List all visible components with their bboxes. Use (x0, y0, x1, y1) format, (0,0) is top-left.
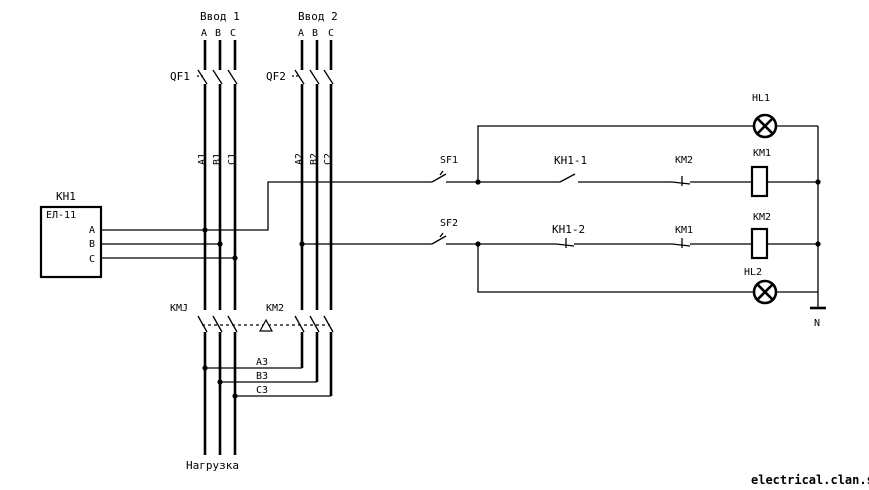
control-feed-wires (205, 181, 432, 247)
km2-main-label: КМ2 (266, 303, 284, 314)
km2-coil-label: КМ2 (753, 212, 771, 223)
hl1-label: HL1 (752, 93, 770, 104)
kn1-2-label: КН1-2 (552, 223, 585, 236)
km1-coil-label: КМ1 (753, 148, 771, 159)
b1-label: B1 (212, 153, 223, 165)
input1-phase-c: C (230, 28, 236, 39)
relay-pin-a: A (89, 225, 95, 236)
relay-model: ЕЛ-11 (46, 210, 76, 221)
c1-label: C1 (227, 153, 238, 165)
b3-label: B3 (256, 371, 268, 382)
sf2-label: SF2 (440, 218, 458, 229)
relay-name: КН1 (56, 190, 76, 203)
input2-phase-c: C (328, 28, 334, 39)
input1-phase-a: A (201, 28, 207, 39)
neutral-label: N (814, 318, 820, 329)
c2-label: C2 (323, 153, 334, 165)
control-circuit-1 (475, 125, 821, 198)
hl1-lamp (752, 113, 778, 139)
sf2-switch (431, 232, 478, 245)
qf2-label: QF2 (266, 70, 286, 83)
a1-label: A1 (197, 153, 208, 165)
relay-box (39, 205, 103, 279)
watermark: electrical.clan.su (751, 473, 869, 487)
km1-main-label: КМJ (170, 303, 188, 314)
hl2-lamp (752, 279, 778, 305)
relay-sense-wires (101, 227, 238, 261)
hl2-label: HL2 (744, 267, 762, 278)
interlock-link (202, 318, 330, 332)
output-crosslinks (202, 365, 331, 399)
b2-label: B2 (309, 153, 320, 165)
qf1-label: QF1 (170, 70, 190, 83)
km1-nc-label: КМ1 (675, 225, 693, 236)
input-1-label: Ввод 1 (200, 10, 240, 23)
input2-phase-b: B (312, 28, 318, 39)
load-label: Нагрузка (186, 459, 239, 472)
neutral-bus (810, 126, 826, 310)
km2-nc-label: КМ2 (675, 155, 693, 166)
control-circuit-2 (475, 227, 821, 293)
a3-label: A3 (256, 357, 268, 368)
sf1-label: SF1 (440, 155, 458, 166)
input2-bus (292, 40, 334, 396)
a2-label: A2 (294, 153, 305, 165)
input2-phase-a: A (298, 28, 304, 39)
input1-bus (197, 40, 238, 455)
input1-phase-b: B (215, 28, 221, 39)
sf1-switch (431, 170, 478, 183)
relay-pin-b: B (89, 239, 95, 250)
kn1-1-label: КН1-1 (554, 154, 587, 167)
relay-pin-c: C (89, 254, 95, 265)
c3-label: C3 (256, 385, 268, 396)
input-2-label: Ввод 2 (298, 10, 338, 23)
